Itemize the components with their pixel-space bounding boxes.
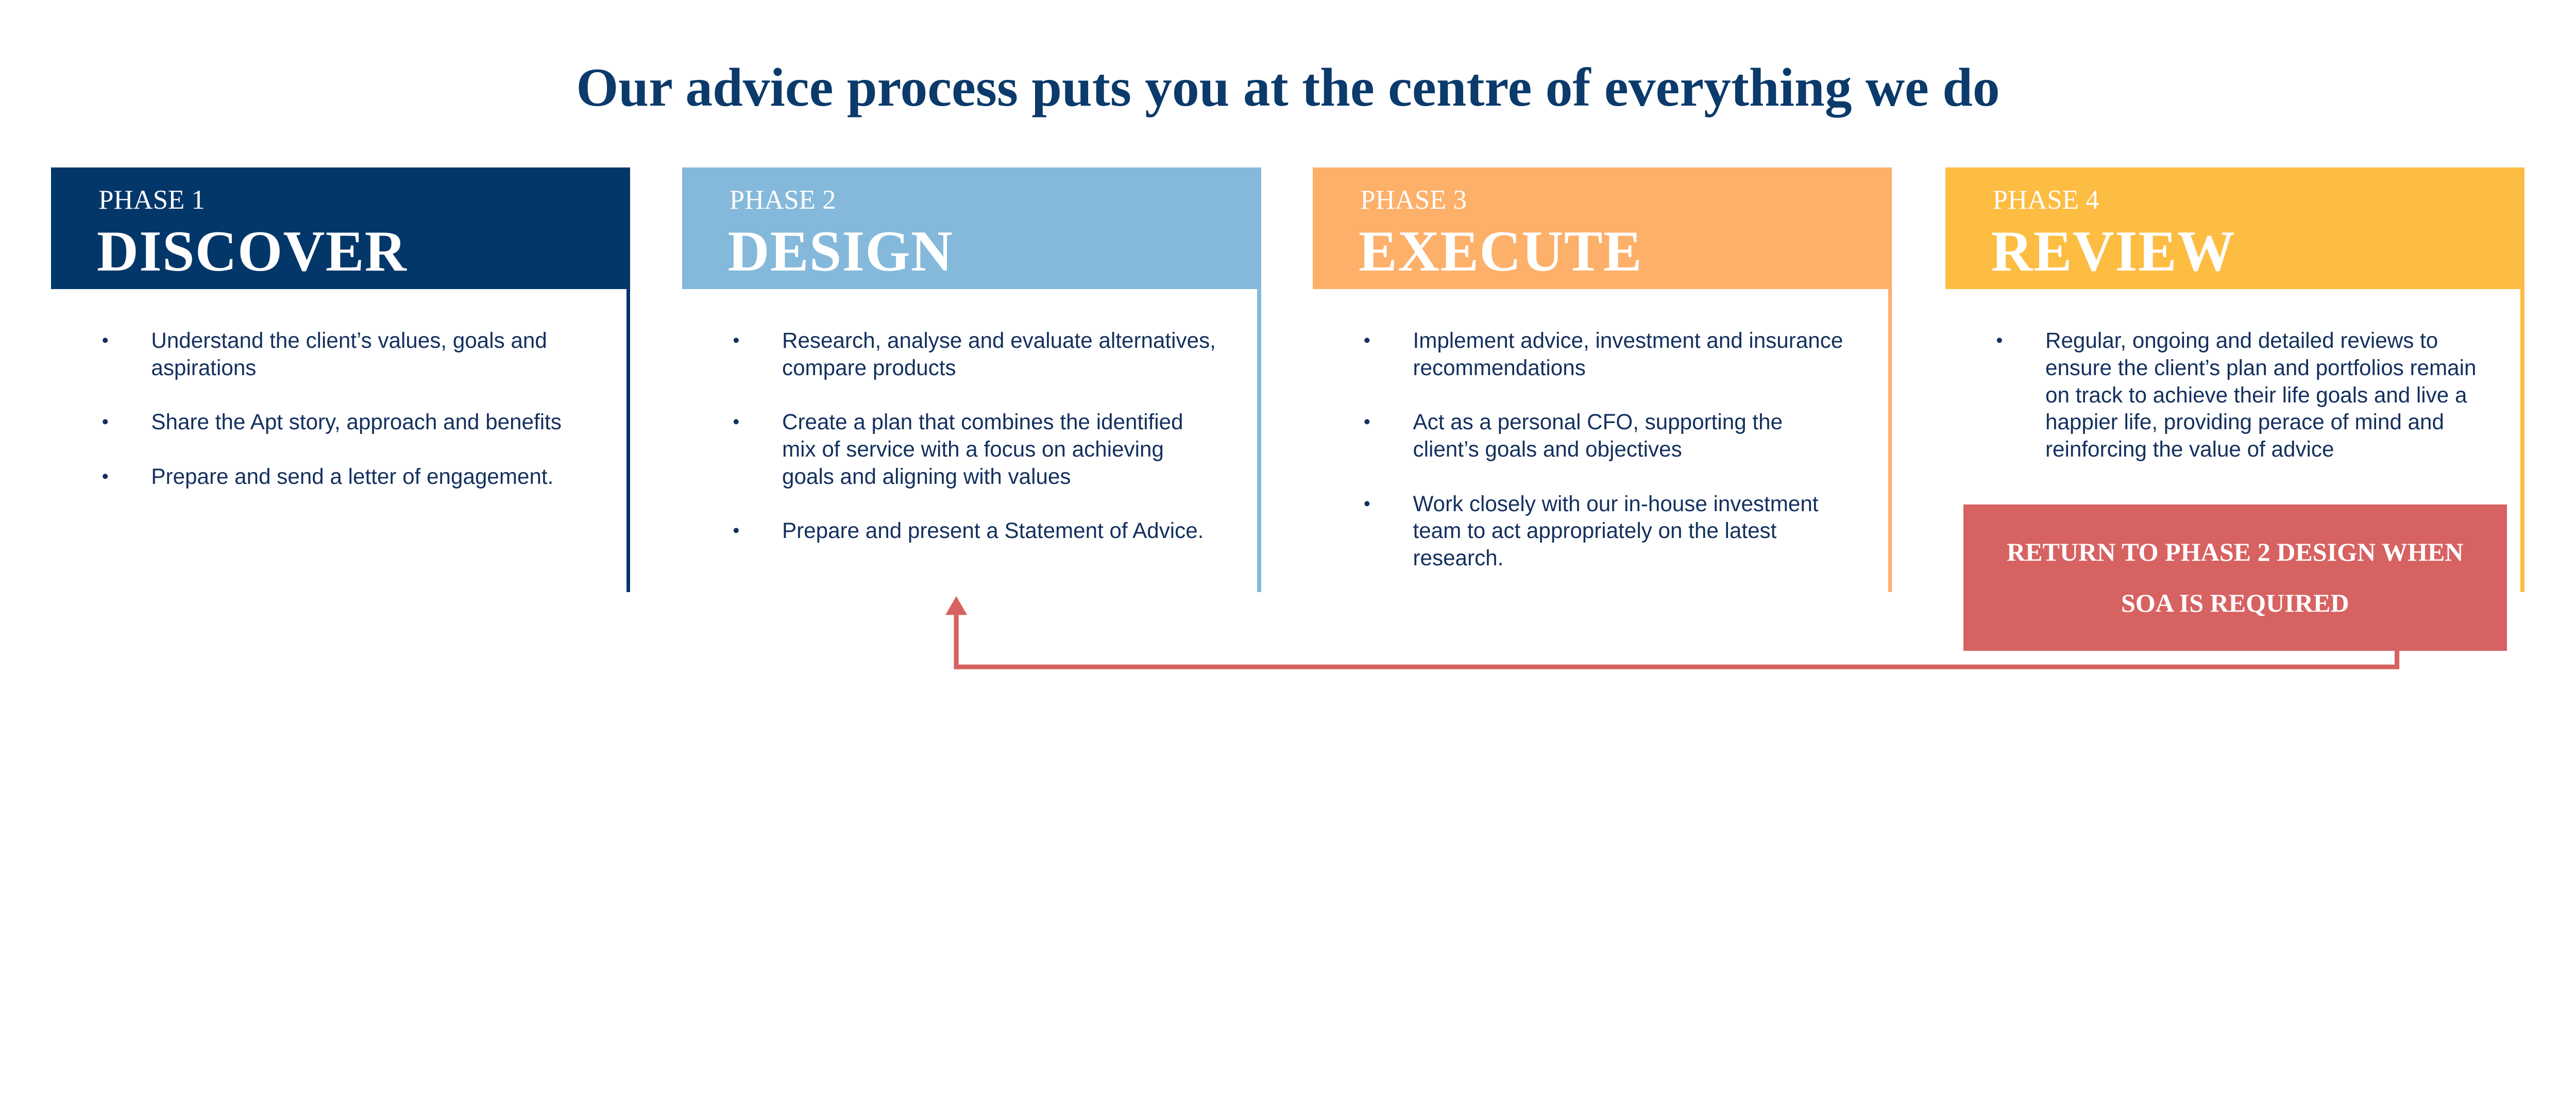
phase-header: PHASE 3 EXECUTE	[1313, 167, 1892, 289]
list-item: • Work closely with our in-house investme…	[1364, 491, 1850, 572]
phase-header: PHASE 2 DESIGN	[682, 167, 1261, 289]
list-item: • Create a plan that combines the identif…	[733, 409, 1218, 490]
bullet-text: Prepare and send a letter of engagement.	[151, 464, 554, 488]
list-item: • Research, analyse and evaluate alternat…	[733, 327, 1218, 382]
phase-card-review: PHASE 4 REVIEW • Regular, ongoing and det…	[1945, 167, 2524, 592]
bullet-icon: •	[733, 330, 740, 351]
phase-divider	[1257, 283, 1261, 592]
return-arrow-line	[954, 611, 2400, 669]
bullet-text: Prepare and present a Statement of Advic…	[782, 518, 1204, 543]
phase-label: PHASE 2	[729, 185, 836, 215]
phase-label: PHASE 4	[1992, 185, 2099, 215]
phase-label: PHASE 3	[1360, 185, 1467, 215]
bullet-text: Understand the client’s values, goals an…	[151, 328, 547, 380]
bullet-icon: •	[1363, 411, 1370, 433]
bullet-icon: •	[1996, 330, 2003, 351]
phase-name: DESIGN	[727, 219, 954, 283]
bullet-list: • Implement advice, investment and insura…	[1364, 327, 1850, 599]
bullet-icon: •	[101, 330, 109, 351]
phase-name: EXECUTE	[1359, 219, 1643, 283]
bullet-text: Act as a personal CFO, supporting the cl…	[1413, 410, 1783, 461]
arrowhead-icon	[945, 596, 968, 615]
bullet-text: Share the Apt story, approach and benefi…	[151, 410, 562, 434]
list-item: • Implement advice, investment and insura…	[1364, 327, 1850, 382]
bullet-list: • Research, analyse and evaluate alternat…	[733, 327, 1218, 572]
phase-card-design: PHASE 2 DESIGN • Research, analyse and ev…	[682, 167, 1261, 592]
list-item: • Understand the client’s values, goals a…	[102, 327, 588, 382]
return-to-design-note: RETURN TO PHASE 2 DESIGN WHEN SOA IS REQ…	[1963, 504, 2507, 651]
list-item: • Act as a personal CFO, supporting the c…	[1364, 409, 1850, 463]
phase-divider	[626, 283, 630, 592]
bullet-list: • Understand the client’s values, goals a…	[102, 327, 588, 517]
phase-divider	[1888, 283, 1892, 592]
phase-header: PHASE 4 REVIEW	[1945, 167, 2524, 289]
bullet-text: Implement advice, investment and insuran…	[1413, 328, 1843, 380]
phase-divider	[2520, 283, 2524, 592]
bullet-text: Work closely with our in-house investmen…	[1413, 491, 1819, 570]
phase-label: PHASE 1	[98, 185, 205, 215]
list-item: • Prepare and send a letter of engagement…	[102, 463, 588, 491]
bullet-icon: •	[101, 465, 109, 487]
phase-card-execute: PHASE 3 EXECUTE • Implement advice, inves…	[1313, 167, 1892, 592]
bullet-text: Regular, ongoing and detailed reviews to…	[2045, 328, 2477, 461]
phase-name: REVIEW	[1991, 219, 2236, 283]
list-item: • Regular, ongoing and detailed reviews t…	[1996, 327, 2482, 463]
list-item: • Prepare and present a Statement of Advi…	[733, 517, 1218, 545]
phase-card-discover: PHASE 1 DISCOVER • Understand the client’…	[50, 167, 630, 592]
phase-name: DISCOVER	[96, 219, 408, 283]
bullet-text: Research, analyse and evaluate alternati…	[782, 328, 1216, 380]
bullet-icon: •	[101, 411, 109, 433]
bullet-icon: •	[733, 411, 740, 433]
return-arrow	[945, 596, 2400, 669]
bullet-icon: •	[733, 520, 740, 542]
bullet-icon: •	[1363, 493, 1370, 514]
bullet-list: • Regular, ongoing and detailed reviews t…	[1996, 327, 2482, 491]
return-note-text: RETURN TO PHASE 2 DESIGN WHEN SOA IS REQ…	[2006, 537, 2464, 617]
list-item: • Share the Apt story, approach and benef…	[102, 409, 588, 436]
phase-header: PHASE 1 DISCOVER	[50, 167, 630, 289]
bullet-text: Create a plan that combines the identifi…	[782, 410, 1183, 488]
page-title: Our advice process puts you at the centr…	[576, 57, 2000, 117]
bullet-icon: •	[1363, 330, 1370, 351]
